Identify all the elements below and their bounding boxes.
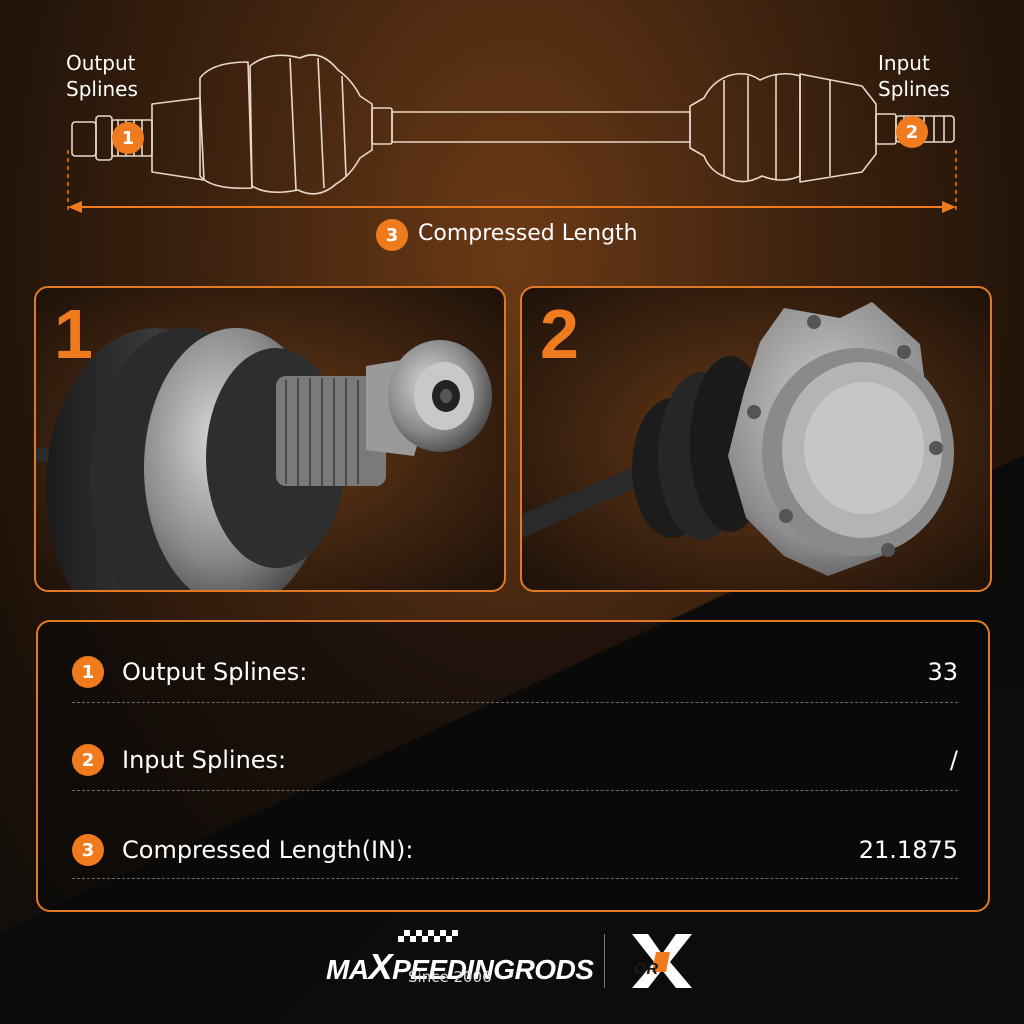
output-end-photo-panel: 1 — [34, 286, 506, 592]
diagram-badge-1: 1 — [112, 122, 144, 154]
input-callout-line1: Input — [878, 51, 930, 75]
spec-badge-1: 1 — [72, 656, 104, 688]
panel-number-1: 1 — [54, 295, 93, 373]
spec-value-compressed-length: 21.1875 — [858, 836, 958, 864]
spec-label-compressed-length: Compressed Length(IN): — [122, 836, 414, 864]
spec-row-output-splines: 1 Output Splines: 33 — [72, 652, 958, 692]
spec-badge-3: 3 — [72, 834, 104, 866]
or-logo-text: OR — [634, 961, 658, 978]
spec-divider-2 — [72, 790, 958, 791]
diagram-badge-3: 3 — [376, 219, 408, 251]
output-cv-joint-illustration — [36, 328, 492, 590]
spec-divider-1 — [72, 702, 958, 703]
compressed-length-label: Compressed Length — [418, 221, 638, 246]
output-callout-line1: Output — [66, 51, 136, 75]
input-splines-callout: Input Splines — [878, 50, 950, 102]
brand-logo-text: MAXPEEDINGRODS — [326, 946, 594, 988]
brand-suffix: PEEDINGRODS — [392, 954, 594, 985]
output-callout-line2: Splines — [66, 77, 138, 101]
spec-badge-2: 2 — [72, 744, 104, 776]
spec-label-output-splines: Output Splines: — [122, 658, 308, 686]
spec-value-input-splines: / — [949, 746, 958, 774]
or-x-logo-icon: OR — [632, 934, 692, 988]
spec-value-output-splines: 33 — [927, 658, 958, 686]
brand-footer: MAXPEEDINGRODS Since 2006 OR — [0, 928, 1024, 1018]
spec-row-compressed-length: 3 Compressed Length(IN): 21.1875 — [72, 830, 958, 870]
panel-number-2: 2 — [540, 295, 579, 373]
input-flange-illustration — [522, 302, 954, 576]
spec-table: 1 Output Splines: 33 2 Input Splines: / … — [36, 620, 990, 912]
checkered-flag-icon — [398, 930, 458, 942]
brand-since: Since 2006 — [408, 968, 492, 986]
spec-label-input-splines: Input Splines: — [122, 746, 287, 774]
spec-row-input-splines: 2 Input Splines: / — [72, 740, 958, 780]
input-end-photo-panel: 2 — [520, 286, 992, 592]
spec-divider-3 — [72, 878, 958, 879]
input-callout-line2: Splines — [878, 77, 950, 101]
diagram-badge-2: 2 — [896, 116, 928, 148]
brand-prefix: MA — [326, 954, 369, 985]
footer-divider — [604, 934, 605, 988]
output-splines-callout: Output Splines — [66, 50, 138, 102]
brand-x: X — [368, 946, 393, 987]
